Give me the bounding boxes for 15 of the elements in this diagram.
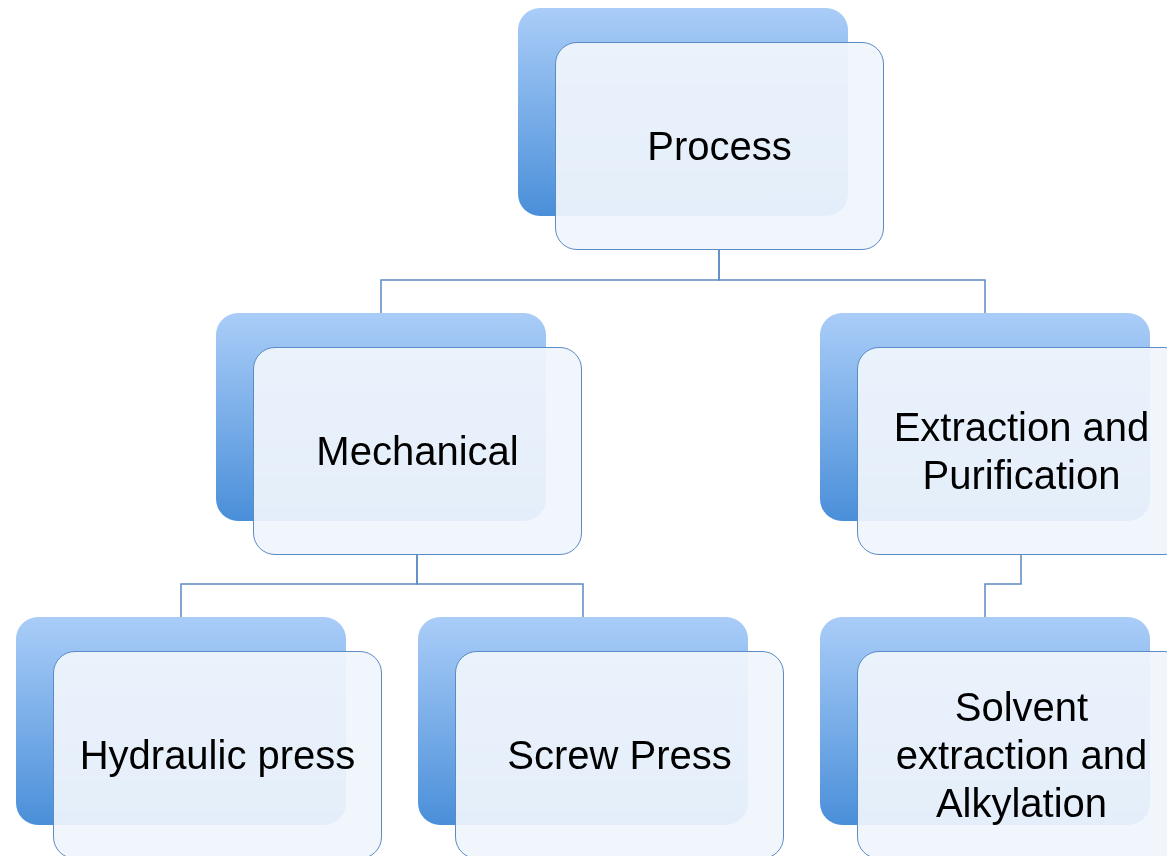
box-label: Screw Press (507, 732, 732, 779)
box-label: Solvent extraction and Alkylation (894, 684, 1149, 827)
category-box (16, 617, 382, 856)
category-box (216, 313, 582, 555)
connector-line (984, 554, 1022, 618)
connector-line (718, 249, 986, 314)
box-label: Extraction and Purification (892, 404, 1151, 499)
connector-line (416, 554, 584, 618)
box-label: Hydraulic press (79, 732, 356, 779)
category-box (820, 617, 1167, 856)
category-box (518, 8, 884, 250)
box-label: Mechanical (316, 428, 519, 475)
category-box (418, 617, 784, 856)
category-box (820, 313, 1167, 555)
box-label: Process (647, 123, 792, 170)
